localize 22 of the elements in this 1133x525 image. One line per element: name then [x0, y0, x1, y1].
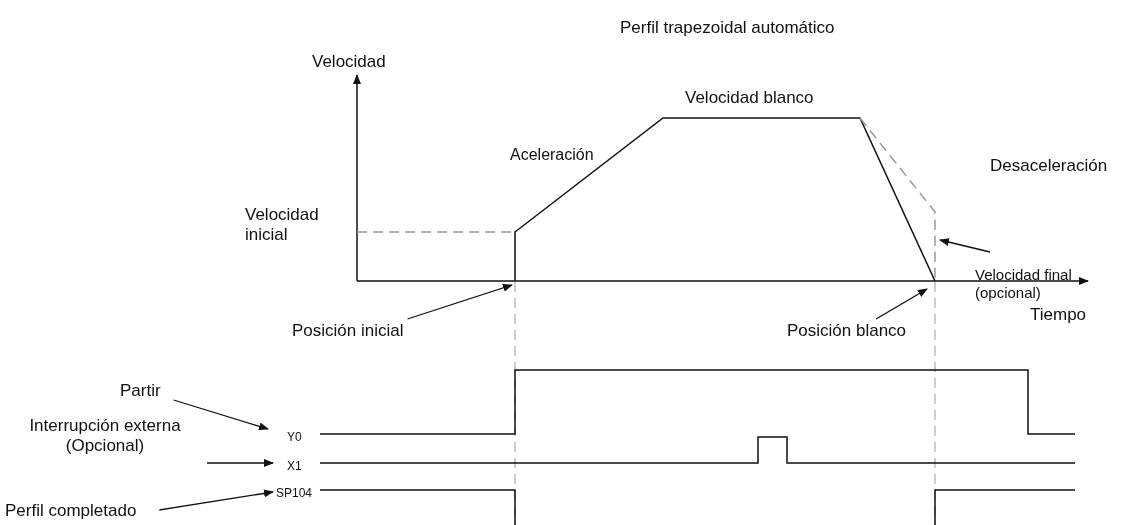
callout-label: Interrupción externa (Opcional)	[5, 416, 205, 456]
callout-label: Posición blanco	[787, 321, 907, 341]
axis-label: Tiempo	[1030, 305, 1087, 325]
phase-label: Aceleración	[510, 145, 594, 165]
callout-label: Partir	[120, 381, 161, 401]
leader-arrow	[875, 288, 928, 320]
axis-label: Velocidad inicial	[245, 205, 320, 245]
leader-arrow	[158, 489, 274, 511]
callout-label: Perfil completado	[5, 501, 137, 521]
callout-label: Posición inicial	[292, 321, 404, 341]
leader-arrow	[172, 399, 269, 431]
axis-label: Velocidad	[312, 52, 386, 72]
axis-label: Velocidad blanco	[685, 88, 814, 108]
callout-label: Velocidad final (opcional)	[975, 266, 1095, 302]
leader-arrow	[939, 238, 991, 253]
phase-label: Desaceleración	[990, 156, 1108, 176]
diagram-title: Perfil trapezoidal automático	[620, 18, 836, 38]
signal-name: Y0	[287, 427, 302, 447]
leader-arrow	[406, 284, 513, 320]
signal-name: SP104	[276, 483, 313, 503]
leader-arrow	[206, 459, 274, 467]
signal-name: X1	[287, 456, 302, 476]
